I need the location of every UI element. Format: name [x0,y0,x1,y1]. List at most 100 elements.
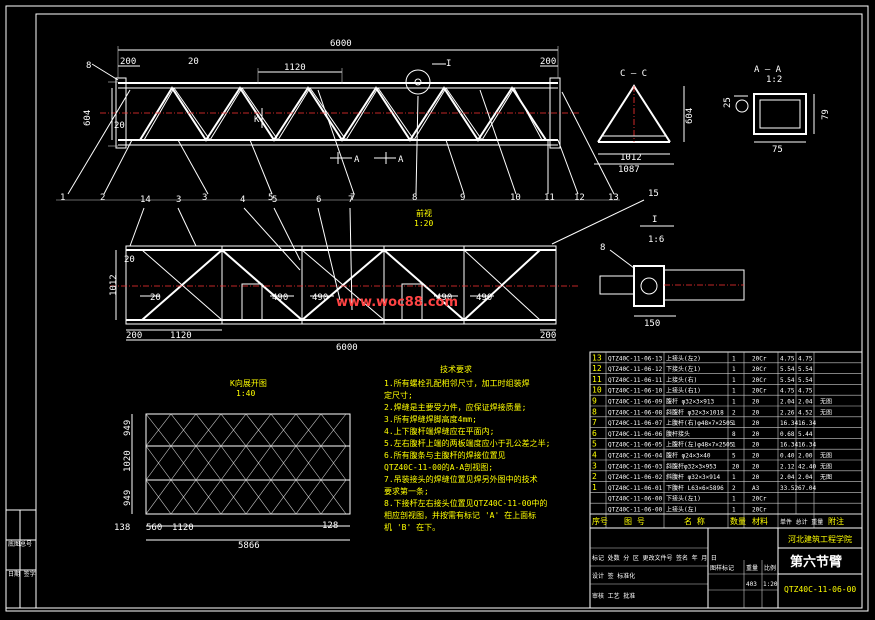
tech-line-4: 4.上下腹杆端焊缝应在平面内; [384,426,494,436]
bom-cell-qty: 1 [732,366,736,373]
bom-cell-no: 6 [592,429,597,438]
bom-header-note: 附注 [828,516,844,526]
callout-3: 3 [176,195,181,205]
cc-dim-h: 604 [685,108,695,124]
main-dim-overall: 6000 [330,39,352,49]
bom-cell-mat: 20Cr [752,507,767,514]
bom-cell-name: 下腹杆 L63×6×5896 [666,484,724,492]
bom-cell-qty: 5 [732,453,736,460]
bom-cell-mat: 20 [752,474,760,481]
plan-dim-d4: 490 [476,293,492,303]
bom-cell-qty: 1 [732,474,736,481]
main-section-a-left: A [354,155,360,165]
bom-cell-name: 上接头(左2) [666,354,701,362]
bom-cell-code: QTZ40C-11-06-02 [608,474,663,481]
bom-cell-code: QTZ40C-11-06-00 [608,507,663,514]
bom-cell-no: 9 [592,397,597,406]
k-dim-h1: 949 [123,420,133,436]
bom-cell-w2: 2.00 [798,453,813,460]
bom-cell-code: QTZ40C-11-06-01 [608,485,663,492]
bom-cell-w1: 0.40 [780,453,795,460]
margin-b: 日期 签字 [8,570,36,578]
bom-cell-w1: 2.12 [780,463,795,470]
bom-cell-no: 5 [592,440,597,449]
plan-dim-gap: 20 [124,255,135,265]
tech-line-9: 要求第一条; [384,486,429,496]
title-weight-val: 403 [746,581,757,588]
detail-i-title: I [652,215,657,225]
main-dim-height: 604 [83,110,93,126]
bom-cell-qty: 2 [732,485,736,492]
bom-cell-name: 上腹杆(右)φ48×7×2505 [666,419,734,427]
bom-header: 序号 图 号 名 称 数量 材料 单件 总计 重量 附注 [592,516,844,526]
bom-cell-mat: 20 [752,420,760,427]
bom-cell-mat: 20Cr [752,496,767,503]
bom-cell-code: QTZ40C-11-06-05 [608,442,663,449]
aa-dim-79: 79 [821,109,831,120]
margin-a: 底图总号 [8,540,32,548]
bom-cell-mat: 20 [752,453,760,460]
bom-cell-no: 1 [592,483,597,492]
k-dim-128: 128 [322,521,338,531]
bom-cell-w1: 4.75 [780,388,795,395]
bom-cell-mat: 20Cr [752,366,767,373]
tech-line-6: 6.所有腹条与主腹杆的焊接位置见 [384,450,506,460]
main-elevation-view [67,46,615,195]
title-row-0: 标记 处数 分 区 更改文件号 签名 年 月 日 [592,554,717,562]
drawing-frame [35,13,863,609]
front-view-scale: 1:20 [414,219,433,228]
bom-cell-code: QTZ40C-11-06-04 [608,453,663,460]
title-label-mark: 图样标记 [710,564,734,572]
bom-cell-mat: 20 [752,442,760,449]
bom-header-qty: 数量 [730,516,746,526]
bom-cell-w2: 5.44 [798,431,813,438]
bom-cell-name: 腹杆 φ24×3×40 [666,452,711,460]
bom-cell-qty: 1 [732,355,736,362]
bom-cell-w2: 67.04 [798,485,816,492]
bom-cell-name: 腹杆接头 [666,430,690,438]
bom-cell-qty: 20 [732,463,740,470]
bom-cell-w2: 5.54 [798,366,813,373]
bom-cell-name: 上腹杆(左)φ48×7×2505 [666,441,734,449]
tech-line-5: 5.左右腹杆上端的两板端度应小于孔公差之半; [384,438,550,448]
bom-cell-qty: 2 [732,409,736,416]
bom-cell-note: 无图 [820,474,832,481]
callout-8: 8 [412,193,417,203]
bom-cell-w1: 5.54 [780,377,795,384]
callout-7b: 7 [348,195,353,205]
bom-cell-name: 斜腹杆 φ32×3×1018 [666,408,724,416]
section-aa [734,93,815,143]
bom-cell-no: 4 [592,451,597,460]
plan-dim-overall: 6000 [336,343,358,353]
tech-line-12: 机 'B' 在下。 [384,522,440,532]
callout-11: 11 [544,193,555,203]
watermark: www.woc88.com [336,295,458,310]
callout-4: 4 [240,195,245,205]
bom-cell-w2: 16.34 [798,420,816,427]
bom-cell-no: 7 [592,418,597,427]
bom-cell-code: QTZ40C-11-06-13 [608,355,663,362]
k-dim-total: 5866 [238,541,260,551]
bom-header-weight: 单件 总计 重量 [780,518,823,526]
cc-dim-w1: 1012 [620,153,642,163]
k-dim-1120: 1120 [172,523,194,533]
callout-10: 10 [510,193,521,203]
callout-12: 12 [574,193,585,203]
bom-cell-code: QTZ40C-11-06-03 [608,463,663,470]
bom-cell-w1: 33.52 [780,485,798,492]
bom-cell-mat: 20 [752,409,760,416]
main-dim-gap: 20 [188,57,199,67]
title-part-name: 第六节臂 [790,554,842,570]
section-cc [594,84,685,165]
tech-title: 技术要求 [440,364,472,374]
title-row-1: 设计 签 标准化 [592,572,635,580]
bom-cell-w1: 5.54 [780,366,795,373]
bom-cell-w1: 2.26 [780,409,795,416]
bom-cell-qty: 1 [732,399,736,406]
tech-line-10: 8.下接杆左右接头位置见QTZ40C-11-00中的 [384,498,547,508]
detail-i-dim: 150 [644,319,660,329]
title-scale-val: 1:20 [763,581,778,588]
bom-cell-code: QTZ40C-11-06-07 [608,420,663,427]
